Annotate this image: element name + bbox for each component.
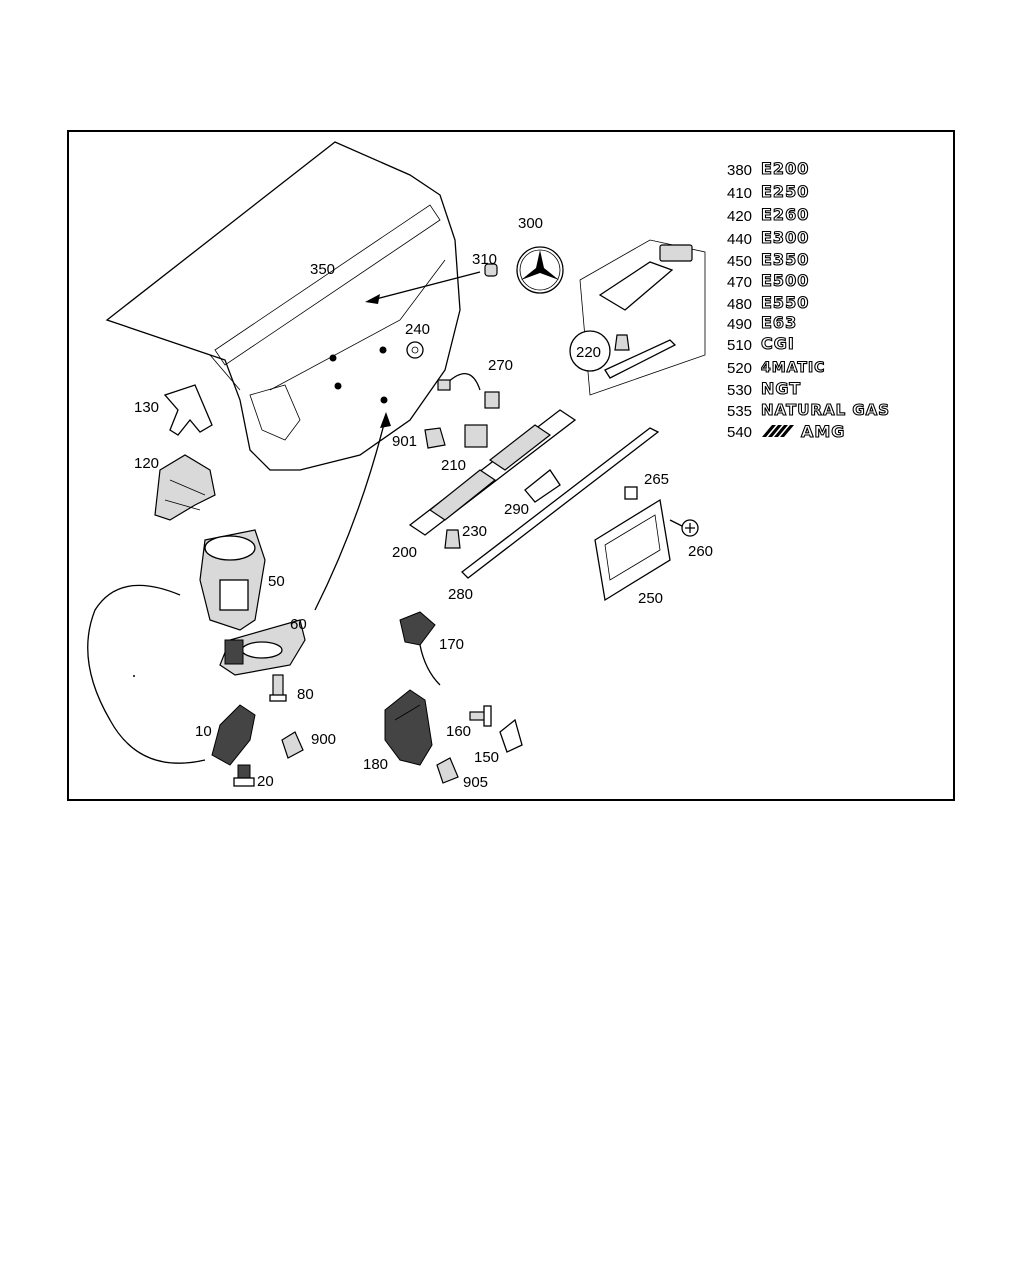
legend-number-490: 490 bbox=[727, 316, 752, 333]
grommet-240 bbox=[406, 341, 424, 359]
legend-badge-e550: E550 bbox=[761, 293, 809, 312]
callout-50: 50 bbox=[268, 573, 285, 590]
legend-number-380: 380 bbox=[727, 162, 752, 179]
callout-120: 120 bbox=[134, 455, 159, 472]
trim-280 bbox=[461, 427, 660, 579]
callout-260: 260 bbox=[688, 543, 713, 560]
callout-10: 10 bbox=[195, 723, 212, 740]
handle-strip-200 bbox=[408, 409, 577, 536]
callout-280: 280 bbox=[448, 586, 473, 603]
legend-badge-cgi: CGI bbox=[761, 334, 795, 353]
callout-900: 900 bbox=[311, 731, 336, 748]
legend-number-530: 530 bbox=[727, 382, 752, 399]
legend-number-520: 520 bbox=[727, 360, 752, 377]
legend-badge-e63: E63 bbox=[761, 313, 797, 332]
callout-240: 240 bbox=[405, 321, 430, 338]
trunk-lid bbox=[105, 141, 461, 471]
pad-901 bbox=[424, 427, 446, 449]
wiring-270 bbox=[437, 373, 500, 409]
callout-60: 60 bbox=[290, 616, 307, 633]
callout-220: 220 bbox=[576, 344, 601, 361]
release-cable bbox=[87, 584, 206, 764]
clip-265 bbox=[624, 486, 638, 500]
lock-actuator-50 bbox=[199, 529, 266, 631]
screw-260 bbox=[669, 519, 699, 537]
clip-310 bbox=[484, 263, 498, 277]
callout-230: 230 bbox=[462, 523, 487, 540]
bolt-20 bbox=[233, 764, 255, 787]
legend-number-480: 480 bbox=[727, 296, 752, 313]
screw-160 bbox=[469, 705, 492, 727]
pad-900 bbox=[281, 731, 304, 759]
callout-350: 350 bbox=[310, 261, 335, 278]
switch-170 bbox=[399, 611, 441, 686]
legend-badge-4matic: 4MATIC bbox=[761, 360, 825, 376]
license-plate-250 bbox=[594, 498, 671, 602]
legend-number-450: 450 bbox=[727, 253, 752, 270]
legend-number-510: 510 bbox=[727, 337, 752, 354]
cover-290 bbox=[524, 469, 561, 503]
arrow-60 bbox=[314, 419, 386, 611]
bracket-130 bbox=[163, 384, 213, 436]
arrow-310 bbox=[371, 271, 481, 301]
diagram-frame bbox=[67, 130, 955, 801]
callout-901: 901 bbox=[392, 433, 417, 450]
star-emblem bbox=[516, 246, 564, 294]
legend-badge-e300: E300 bbox=[761, 228, 809, 247]
legend-number-540: 540 bbox=[727, 424, 752, 441]
legend-number-410: 410 bbox=[727, 185, 752, 202]
callout-80: 80 bbox=[297, 686, 314, 703]
clip-150 bbox=[499, 718, 523, 753]
callout-170: 170 bbox=[439, 636, 464, 653]
callout-labels: 350 310 300 240 220 270 130 120 901 210 … bbox=[134, 215, 713, 791]
sensor-80 bbox=[269, 674, 287, 702]
latch-10 bbox=[211, 704, 256, 766]
legend-number-420: 420 bbox=[727, 208, 752, 225]
badge-legend: 380 E200 410 E250 420 E260 440 E300 450 … bbox=[727, 158, 890, 441]
motor-180 bbox=[384, 689, 433, 766]
housing-60 bbox=[219, 619, 306, 676]
callout-160: 160 bbox=[446, 723, 471, 740]
legend-number-535: 535 bbox=[727, 403, 752, 420]
legend-badge-natural-gas: NATURAL GAS bbox=[761, 401, 890, 419]
callout-130: 130 bbox=[134, 399, 159, 416]
callout-290: 290 bbox=[504, 501, 529, 518]
callout-270: 270 bbox=[488, 357, 513, 374]
bracket-120 bbox=[154, 454, 216, 521]
callout-310: 310 bbox=[472, 251, 497, 268]
legend-badge-e250: E250 bbox=[761, 182, 809, 201]
callout-150: 150 bbox=[474, 749, 499, 766]
callout-905: 905 bbox=[463, 774, 488, 791]
legend-number-440: 440 bbox=[727, 231, 752, 248]
callout-180: 180 bbox=[363, 756, 388, 773]
legend-badge-e500: E500 bbox=[761, 271, 809, 290]
legend-badge-e350: E350 bbox=[761, 250, 809, 269]
legend-badge-e260: E260 bbox=[761, 205, 809, 224]
switch-210 bbox=[464, 424, 488, 448]
legend-number-470: 470 bbox=[727, 274, 752, 291]
pad-905 bbox=[436, 757, 459, 784]
callout-20: 20 bbox=[257, 773, 274, 790]
inset-220 bbox=[569, 239, 706, 396]
nut-230 bbox=[444, 529, 461, 549]
callout-210: 210 bbox=[441, 457, 466, 474]
callout-300: 300 bbox=[518, 215, 543, 232]
callout-250: 250 bbox=[638, 590, 663, 607]
callout-265: 265 bbox=[644, 471, 669, 488]
callout-200: 200 bbox=[392, 544, 417, 561]
legend-badge-amg: AMG bbox=[801, 422, 845, 441]
legend-badge-e200: E200 bbox=[761, 159, 809, 178]
amg-stripes-icon bbox=[762, 425, 794, 437]
legend-badge-ngt: NGT bbox=[761, 379, 801, 398]
